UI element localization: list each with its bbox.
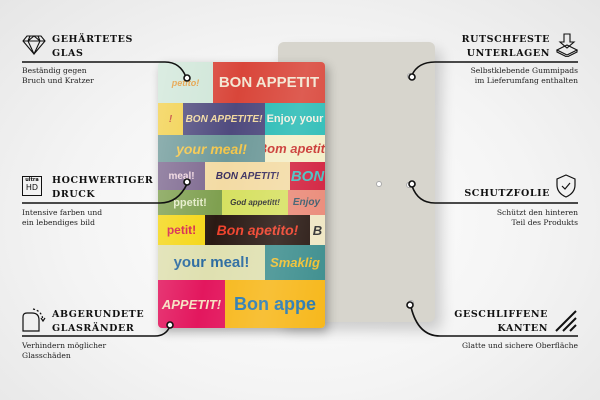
- diamond-icon: [22, 35, 46, 55]
- pad-marker: [376, 181, 382, 187]
- anti-slip-pad-icon: [556, 33, 578, 57]
- callout-dot: [183, 178, 191, 186]
- polished-edge-icon: [555, 310, 577, 332]
- callout-dot: [408, 180, 416, 188]
- callout-line: [410, 306, 578, 337]
- shield-check-icon: [556, 174, 576, 198]
- feature-title: SCHUTZFOLIE: [464, 188, 550, 199]
- product-glass-front: petito!BON APPETIT!BON APPETITE!Enjoy yo…: [158, 62, 325, 328]
- rounded-corner-icon: [22, 308, 46, 332]
- callout-line: [22, 183, 188, 204]
- callout-dot: [408, 73, 416, 81]
- callout-dot: [166, 321, 174, 329]
- callout-line: [411, 185, 578, 204]
- callout-line: [411, 61, 578, 76]
- callout-dot: [406, 301, 414, 309]
- callout-line: [22, 61, 187, 78]
- feature-description: Glatte und sichere Oberfläche: [461, 341, 578, 350]
- callout-dot: [183, 74, 191, 82]
